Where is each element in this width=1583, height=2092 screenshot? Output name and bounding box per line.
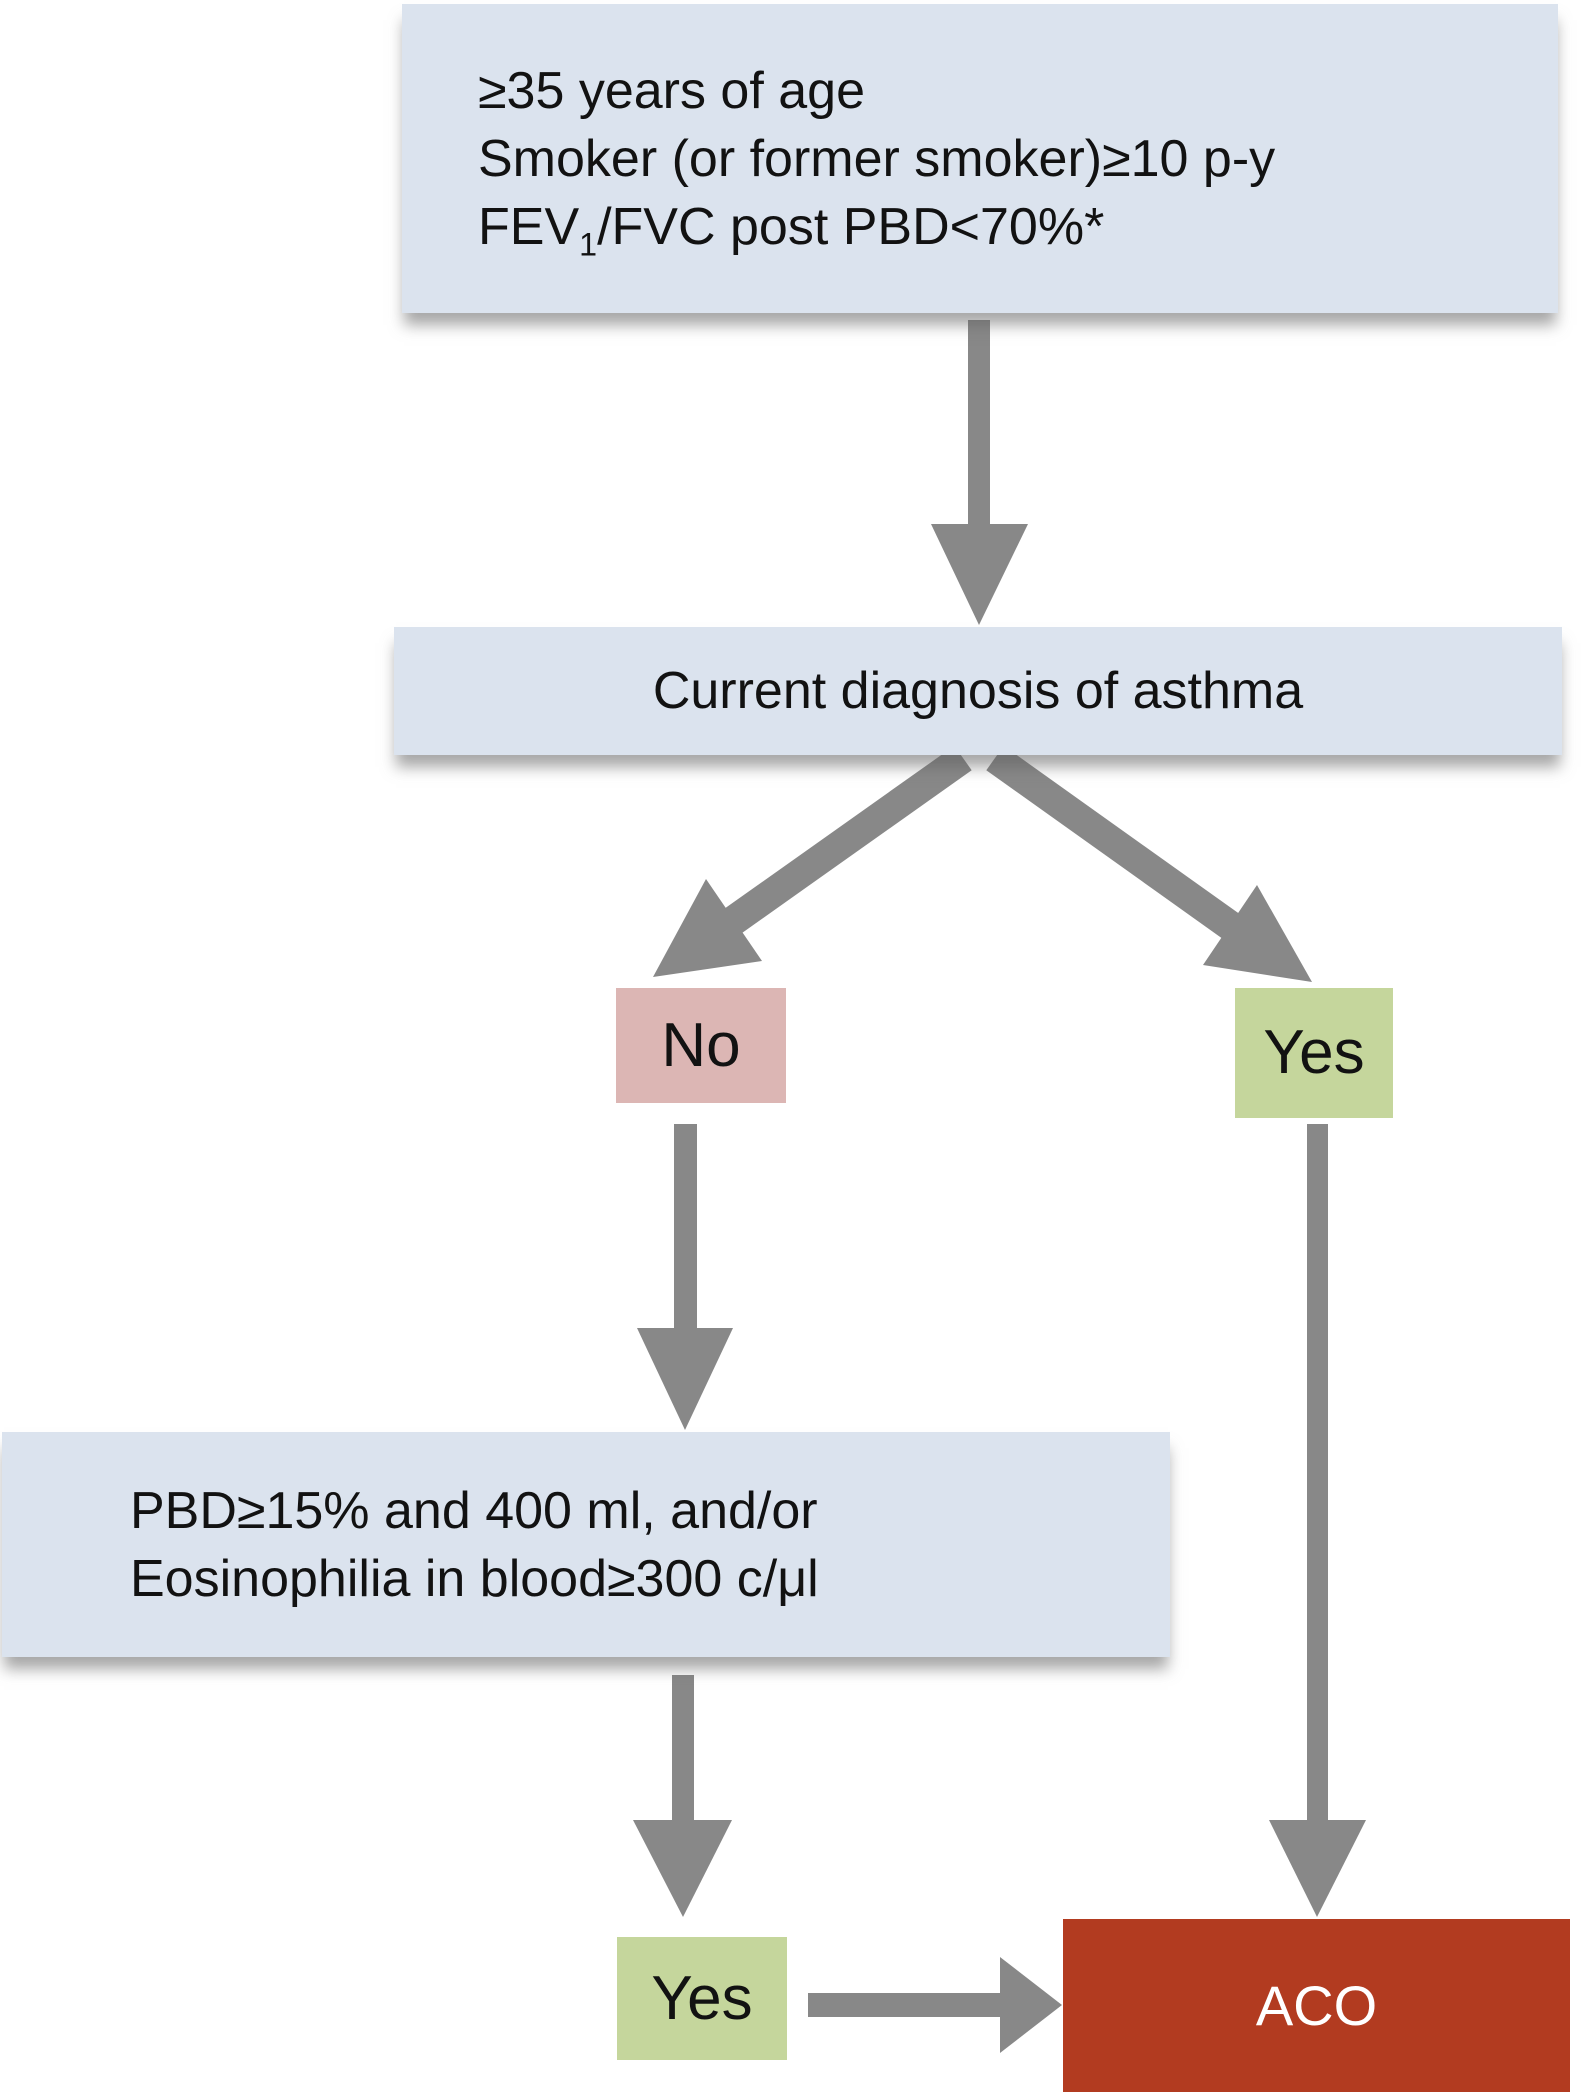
node-pbd-criteria: PBD≥15% and 400 ml, and/or Eosinophilia … — [2, 1432, 1170, 1657]
node-yes-asthma: Yes — [1235, 988, 1393, 1118]
aco-label: ACO — [1255, 1973, 1378, 2037]
yes-bottom-label: Yes — [651, 1963, 753, 2033]
criteria-line-smoker: Smoker (or former smoker)≥10 p-y — [478, 129, 1276, 188]
arrow-yes-to-aco-vertical-icon — [1269, 1124, 1366, 1917]
asthma-label: Current diagnosis of asthma — [652, 662, 1304, 720]
node-aco: ACO — [1063, 1919, 1570, 2092]
node-criteria: ≥35 years of age Smoker (or former smoke… — [402, 4, 1558, 313]
node-yes-pbd: Yes — [617, 1937, 787, 2060]
arrow-asthma-to-yes-icon — [986, 745, 1312, 982]
criteria-line-fev: FEV1/FVC post PBD<70%* — [478, 193, 1558, 261]
arrow-no-to-pbd-icon — [637, 1124, 733, 1430]
node-no: No — [616, 988, 786, 1103]
pbd-line-eosinophilia: Eosinophilia in blood≥300 c/μl — [130, 1549, 819, 1608]
arrow-yes-to-aco-horizontal-icon — [808, 1957, 1062, 2053]
arrow-asthma-to-no-icon — [653, 745, 972, 977]
arrow-criteria-to-asthma-icon — [931, 320, 1028, 625]
fev-subscript: 1 — [579, 225, 598, 262]
criteria-line-age: ≥35 years of age — [478, 61, 866, 120]
arrow-pbd-to-yes-icon — [633, 1675, 732, 1917]
fev-suffix: /FVC post PBD<70%* — [597, 197, 1105, 256]
no-label: No — [661, 1010, 741, 1080]
node-asthma-diagnosis: Current diagnosis of asthma — [394, 627, 1562, 755]
fev-prefix: FEV — [478, 197, 580, 256]
yes-right-label: Yes — [1263, 1018, 1365, 1087]
pbd-line-reversibility: PBD≥15% and 400 ml, and/or — [130, 1481, 818, 1540]
